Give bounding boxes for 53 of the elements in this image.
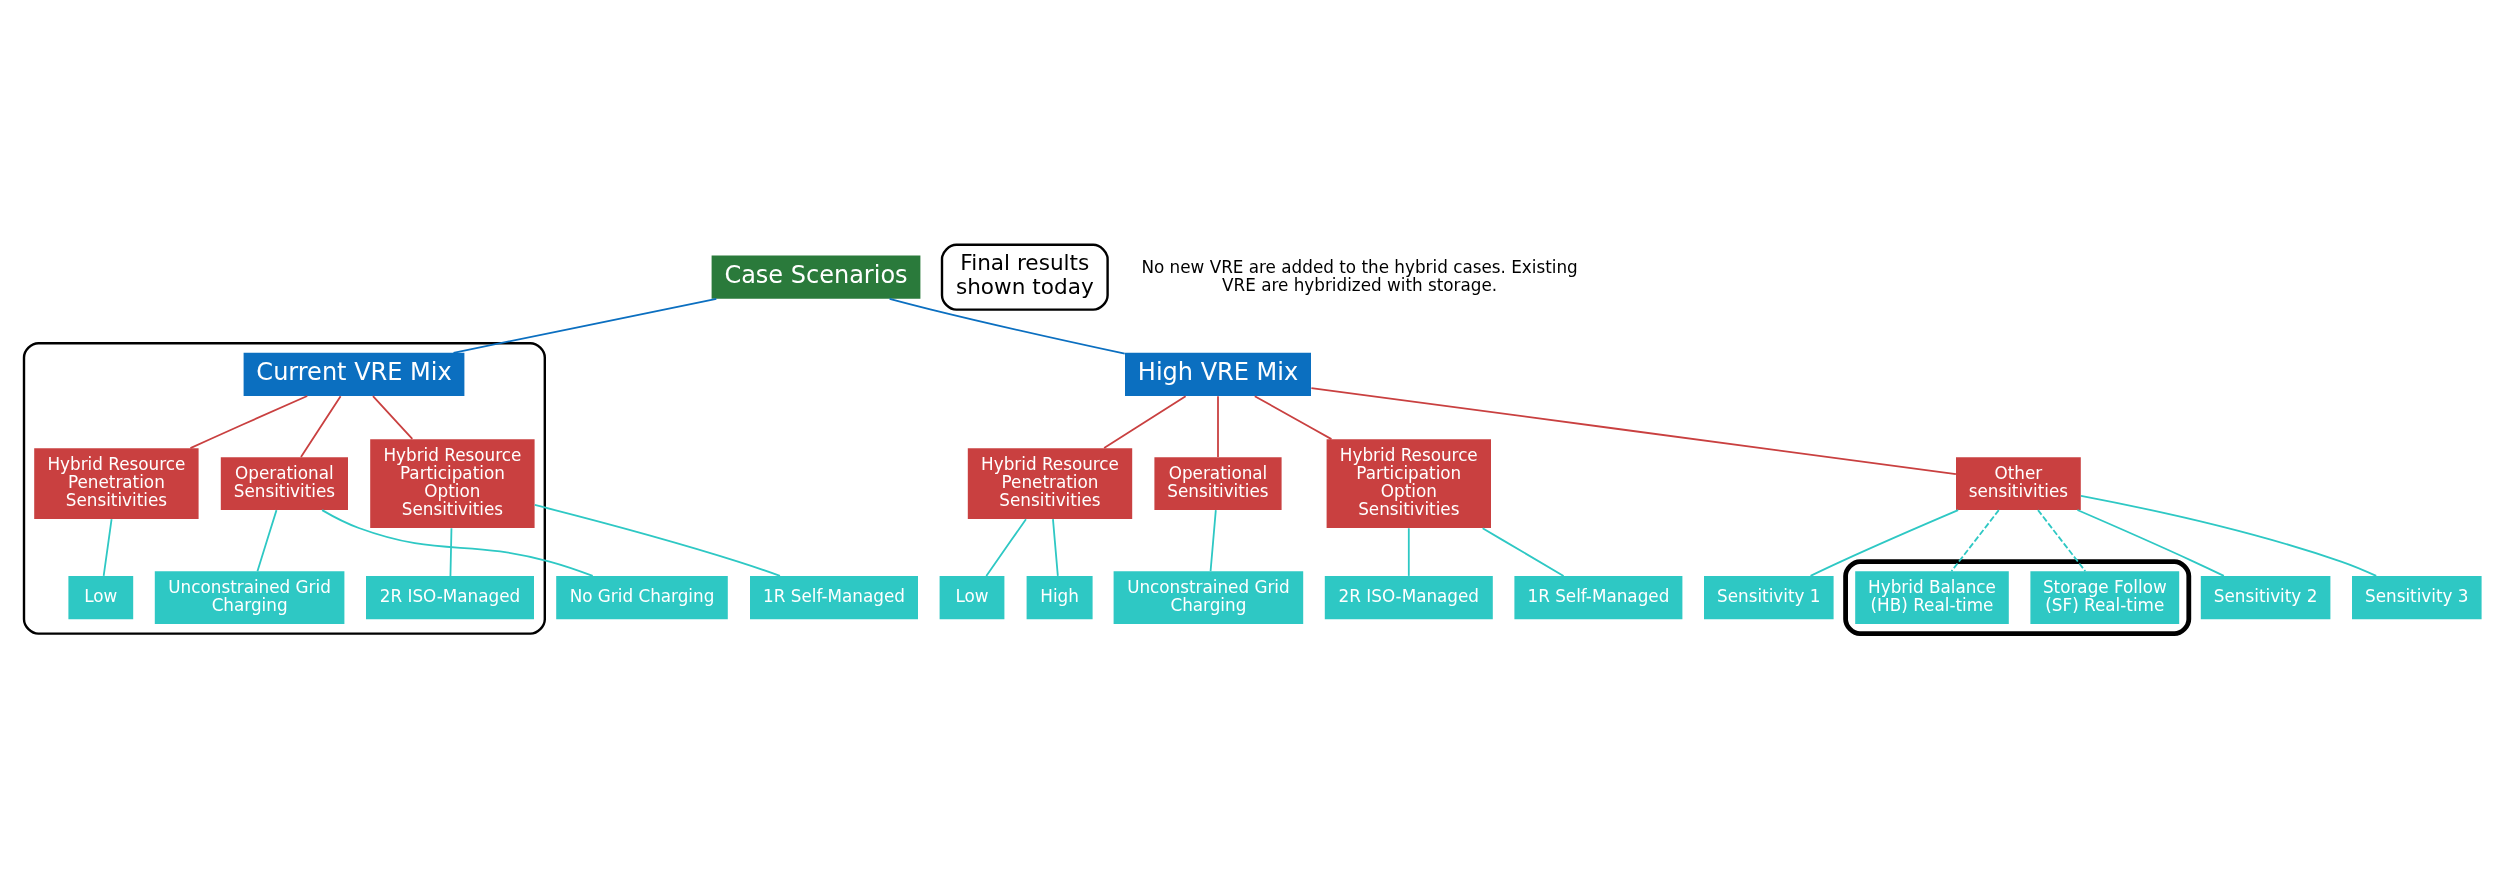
cluster: [22, 342, 546, 635]
connector: [300, 395, 342, 458]
node-box: 1R Self-Managed: [750, 576, 918, 620]
connector: [2037, 509, 2087, 573]
node-box: Hybrid Resource Participation Option Sensitivities: [1326, 439, 1491, 528]
node-box: Storage Follow (SF) Real-time: [2030, 571, 2180, 624]
node-box: Current VRE Mix: [243, 352, 465, 396]
connector: [888, 298, 1126, 355]
connector: [1253, 395, 1333, 440]
label: No new VRE are added to the hybrid cases. Existing VRE are hybridized with storage.: [1141, 256, 1578, 295]
connector: [1481, 527, 1565, 577]
connector: [189, 395, 309, 449]
connector: [321, 509, 594, 577]
connector: [2076, 509, 2225, 577]
connector: [533, 504, 781, 577]
node-box: High VRE Mix: [1125, 352, 1311, 396]
node-box: No Grid Charging: [556, 576, 728, 620]
connector: [1809, 509, 1959, 577]
connector: [1217, 395, 1219, 458]
node-box: Final results shown today: [940, 243, 1109, 311]
connector: [372, 395, 414, 440]
connector: [1950, 509, 2000, 573]
node-box: Unconstrained Grid Charging: [1113, 571, 1304, 624]
connector: [985, 518, 1027, 577]
connector: [2080, 495, 2378, 577]
node-box: Unconstrained Grid Charging: [154, 571, 345, 624]
connector: [452, 297, 718, 354]
node-box: Other sensitivities: [1956, 457, 2081, 510]
node-box: High: [1026, 576, 1093, 620]
node-box: 2R ISO-Managed: [366, 576, 534, 620]
node-box: Sensitivity 2: [2200, 576, 2331, 620]
connector: [1103, 395, 1187, 449]
connector: [1310, 387, 1957, 475]
node-box: Operational Sensitivities: [220, 457, 348, 510]
node-box: 2R ISO-Managed: [1324, 576, 1493, 620]
node-box: Operational Sensitivities: [1154, 457, 1282, 510]
node-box: Hybrid Resource Penetration Sensitivities: [967, 448, 1133, 519]
connector: [102, 518, 113, 577]
node-box: Hybrid Balance (HB) Real-time: [1855, 571, 2009, 624]
node-box: Hybrid Resource Participation Option Sensitivities: [370, 439, 535, 528]
node-box: Case Scenarios: [711, 255, 921, 299]
connector: [449, 527, 453, 577]
node-box: Low: [939, 576, 1005, 620]
node-box: Hybrid Resource Penetration Sensitivities: [34, 448, 199, 519]
connector: [1052, 518, 1059, 577]
connector: [1407, 527, 1410, 577]
node-box: Sensitivity 3: [2352, 576, 2482, 620]
node-box: 1R Self-Managed: [1514, 576, 1683, 620]
connector: [1209, 509, 1217, 573]
cluster: [1843, 559, 2192, 636]
node-box: Sensitivity 1: [1704, 576, 1834, 620]
connector: [256, 509, 278, 573]
node-box: Low: [68, 576, 134, 620]
